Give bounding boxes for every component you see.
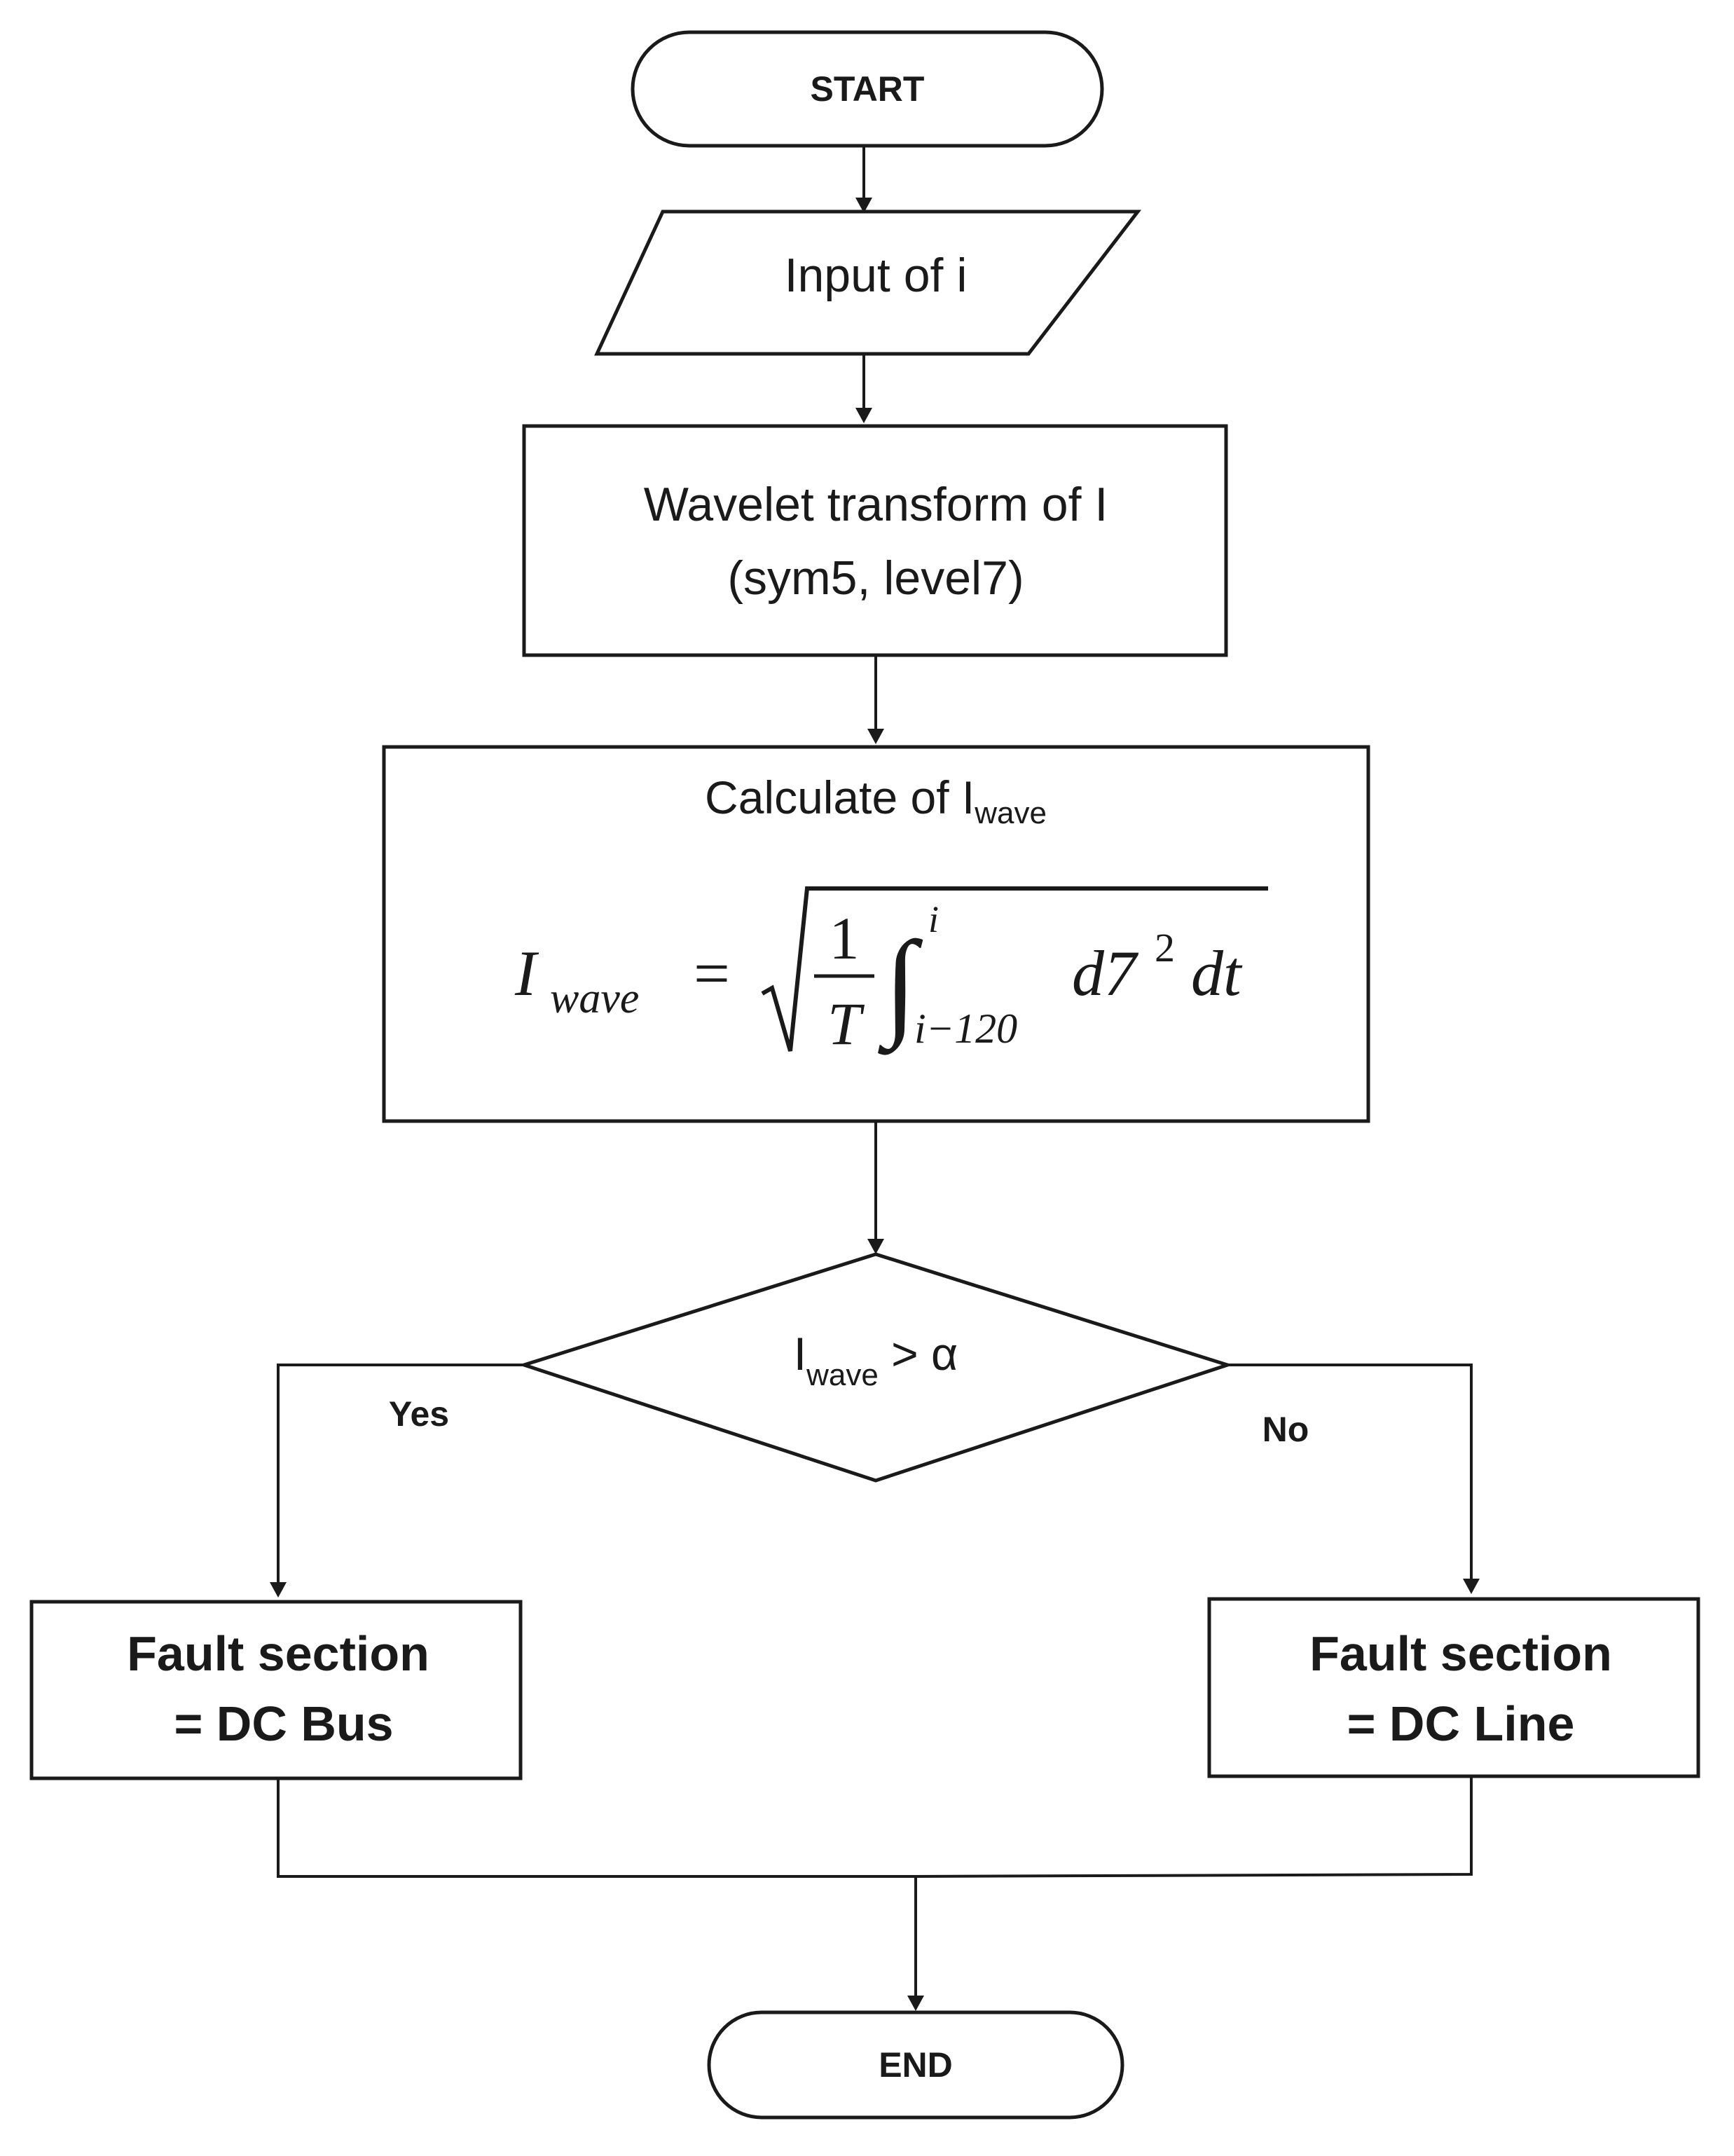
formula-equals: = — [694, 938, 730, 1009]
formula-lhs: I — [514, 938, 539, 1009]
calc-node: Calculate of Iwave I wave = 1 T ∫ i i−12… — [382, 745, 1370, 1123]
dc-line-label-line2: = DC Line — [1347, 1696, 1575, 1751]
yes-label: Yes — [389, 1394, 449, 1434]
end-label: END — [879, 2045, 953, 2085]
formula-numerator: 1 — [830, 905, 860, 972]
formula-lhs-sub: wave — [550, 975, 639, 1022]
connector-line-merge — [915, 1776, 1473, 1878]
connectors — [277, 147, 1473, 2004]
input-node: Input of i — [594, 210, 1142, 356]
formula-radical — [761, 886, 1268, 1052]
wavelet-label-line2: (sym5, level7) — [727, 551, 1024, 605]
formula-upper-limit: i — [928, 898, 939, 940]
dc-bus-label-line1: Fault section — [127, 1626, 429, 1681]
dc-line-node: Fault section = DC Line — [1207, 1597, 1700, 1778]
arrowheads — [270, 198, 1480, 2011]
decision-label-main: I — [794, 1328, 806, 1380]
connector-yes-branch — [277, 1364, 524, 1591]
decision-label-rest: > α — [879, 1328, 958, 1380]
arrowhead-input — [855, 198, 872, 213]
no-label: No — [1262, 1410, 1309, 1449]
dc-bus-node: Fault section = DC Bus — [29, 1600, 523, 1780]
formula-dt: dt — [1191, 938, 1243, 1009]
end-node: END — [707, 2010, 1124, 2120]
formula-lower-limit: i−120 — [914, 1005, 1017, 1052]
input-label: Input of i — [785, 249, 968, 302]
arrowhead-end — [907, 1996, 924, 2011]
decision-label: Iwave > α — [794, 1328, 958, 1392]
arrowhead-calc — [867, 729, 884, 744]
arrowhead-line — [1463, 1579, 1480, 1594]
formula-integrand: d7 — [1072, 938, 1139, 1009]
calc-title-sub: wave — [974, 796, 1047, 830]
formula-denominator: T — [827, 990, 865, 1057]
dc-line-label-line1: Fault section — [1309, 1626, 1612, 1681]
wavelet-label-line1: Wavelet transform of I — [644, 478, 1108, 531]
connector-bus-merge — [277, 1778, 916, 1878]
arrowhead-wavelet — [855, 408, 872, 423]
connector-no-branch — [1227, 1364, 1473, 1587]
decision-label-sub: wave — [806, 1358, 879, 1392]
arrowhead-decision — [867, 1239, 884, 1254]
iwave-formula: I wave = 1 T ∫ i i−120 d7 2 dt — [514, 886, 1268, 1057]
arrowhead-bus — [270, 1582, 287, 1598]
calc-title-main: Calculate of I — [705, 771, 975, 823]
formula-integral: ∫ — [877, 917, 923, 1055]
start-node: START — [631, 30, 1104, 148]
decision-node: Iwave > α — [518, 1252, 1234, 1483]
start-label: START — [811, 69, 925, 109]
wavelet-node: Wavelet transform of I (sym5, level7) — [522, 424, 1228, 657]
formula-power: 2 — [1155, 925, 1175, 970]
calc-title: Calculate of Iwave — [705, 771, 1047, 830]
dc-bus-label-line2: = DC Bus — [174, 1696, 393, 1751]
